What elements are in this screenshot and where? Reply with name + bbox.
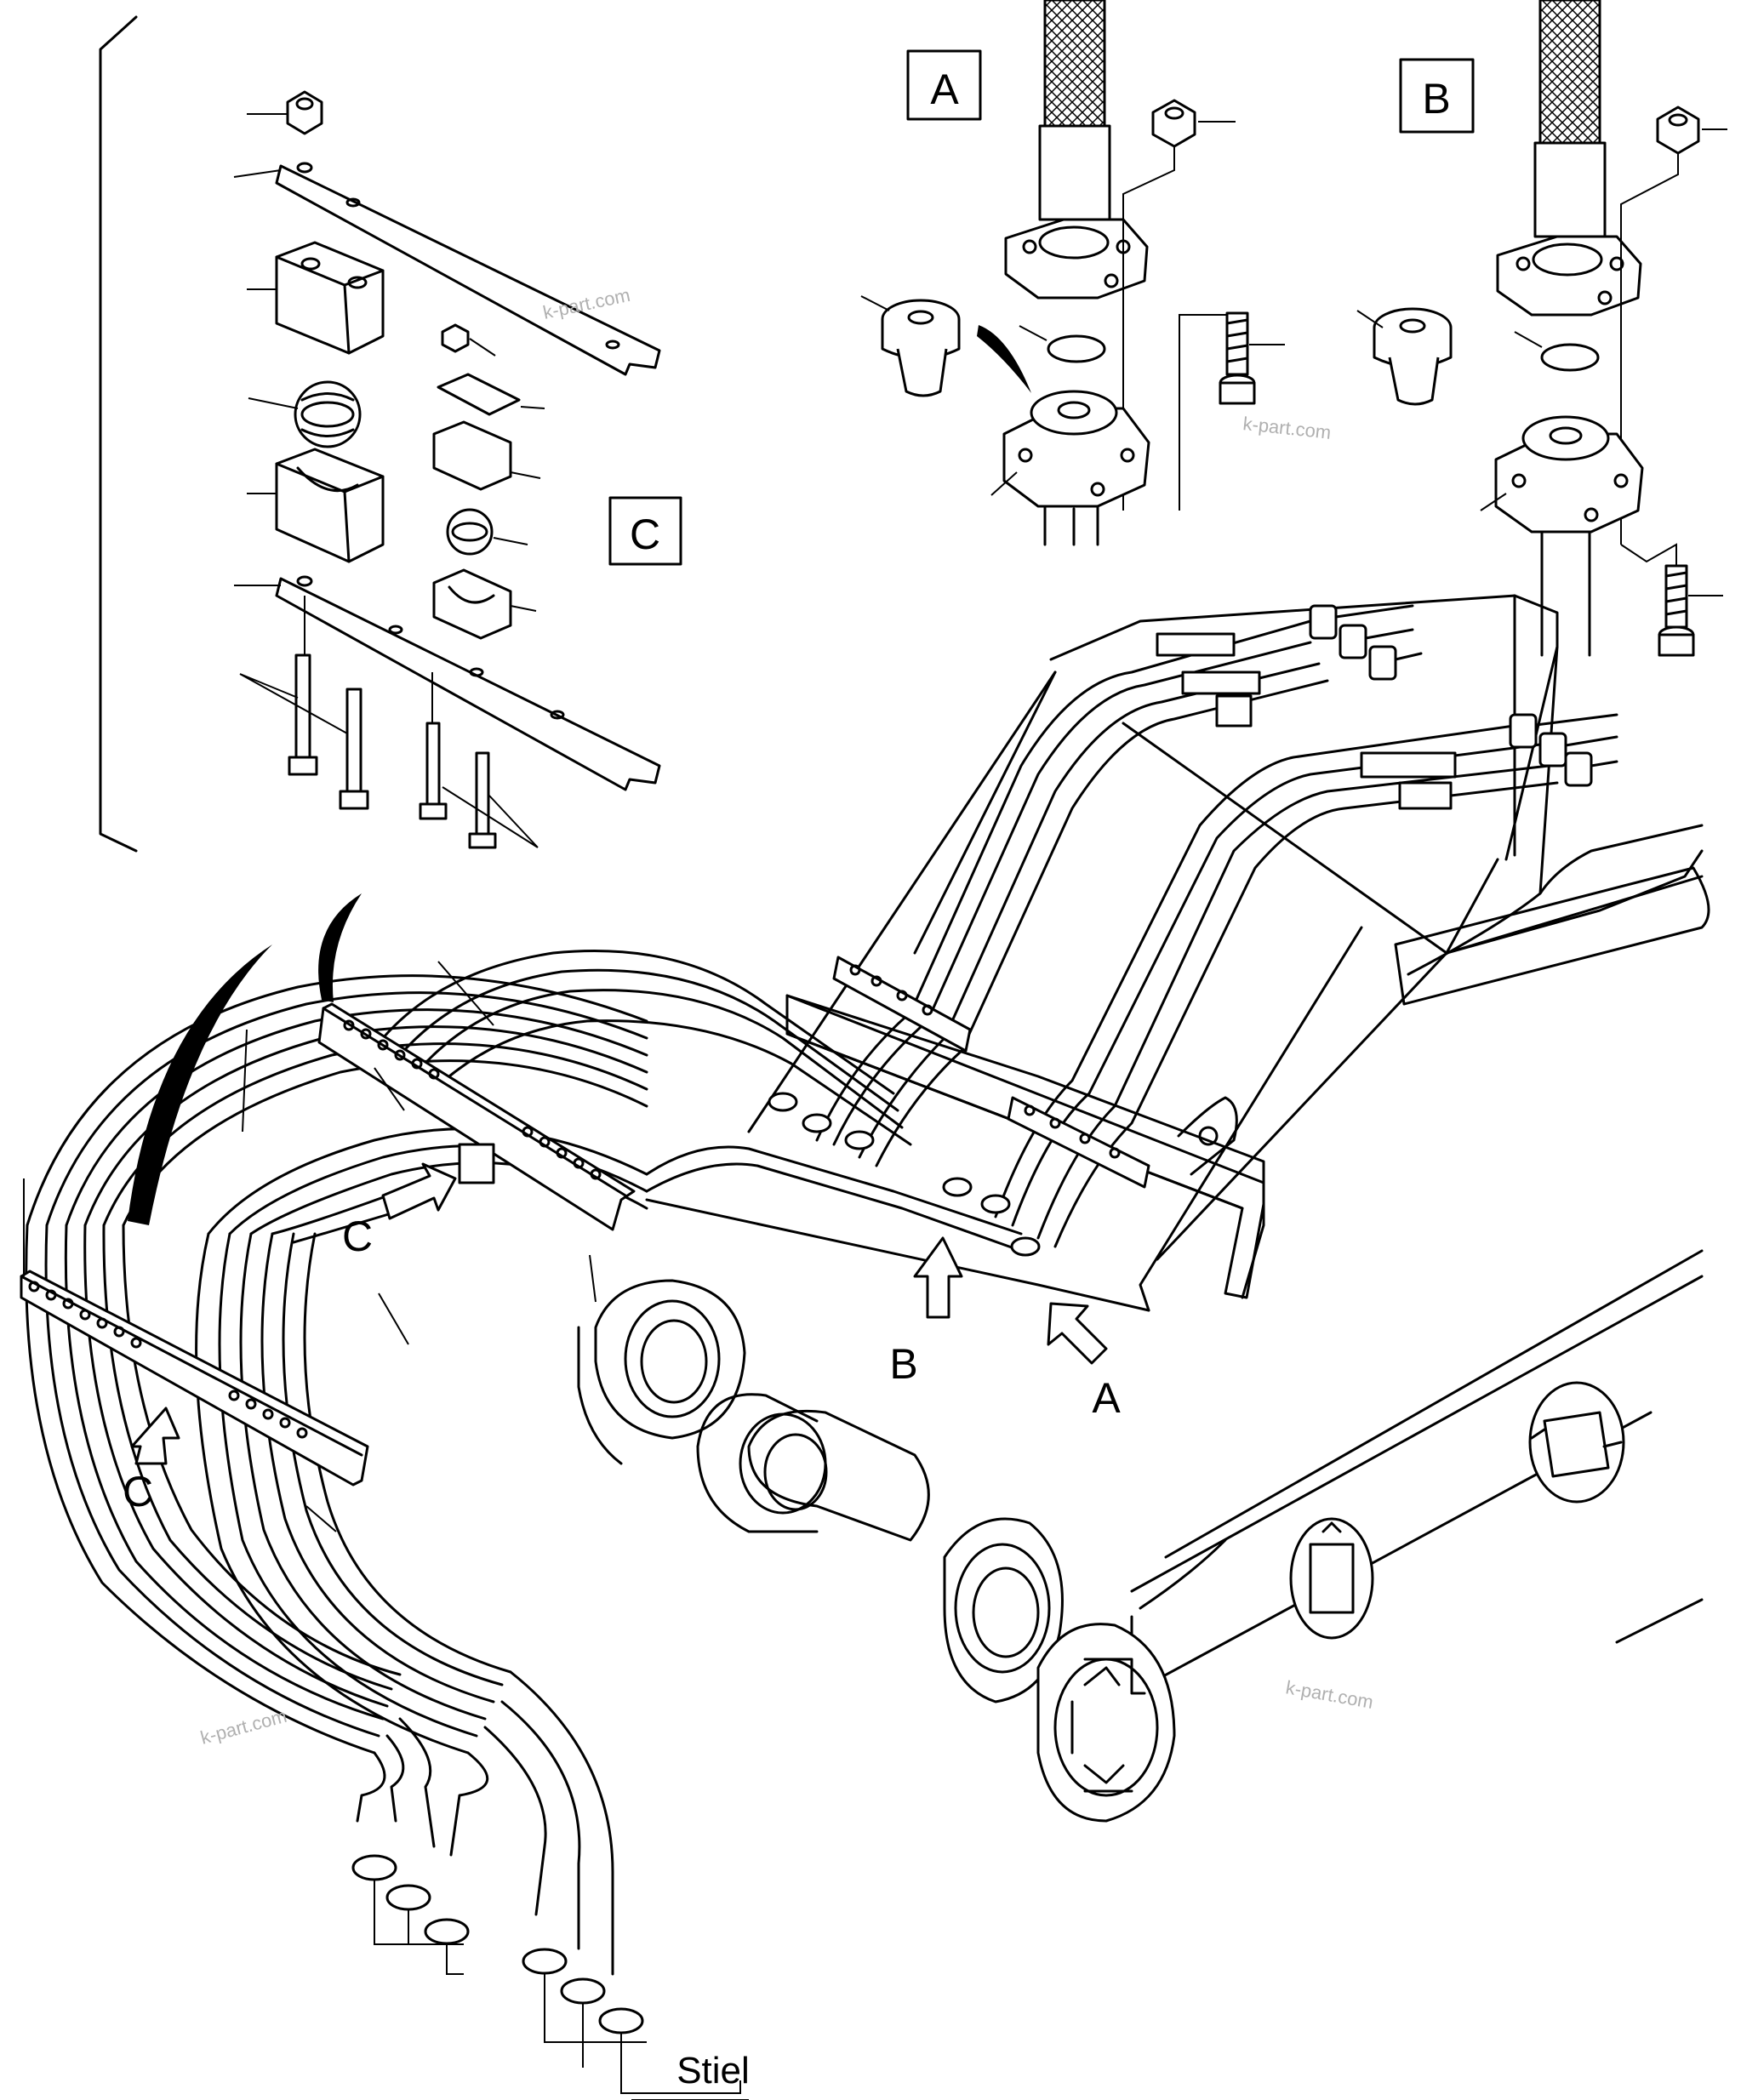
watermark: k-part.com [198,1705,289,1749]
blanking-plug [860,295,961,397]
cylinder-mount-2 [1528,1381,1625,1504]
small-clamp-set [432,323,545,640]
hydraulic-lines-bundle [20,604,1618,2094]
detail-c-clamp-exploded: C [99,15,682,853]
hose-end-fittings-lower [1360,713,1618,810]
pivot-pin [696,1393,930,1542]
watermark: k-part.com [1242,413,1332,443]
boom-clamp-bar-1 [832,956,972,1053]
upper-cover-plate [233,162,661,376]
stiel-reference: Stiel [631,2050,750,2100]
hose-end-fittings-upper [1156,604,1423,728]
clamp-bolts [239,596,539,849]
stiel-label: Stiel [676,2050,750,2091]
detail-a-label: A [930,66,959,113]
callout-arrow-a: A [1047,1302,1121,1422]
o-ring [1047,334,1106,363]
callout-arrow-c-left: C [123,1407,180,1515]
detail-b-label-box: B [1399,58,1475,134]
upper-clamp-half-large [247,241,385,355]
detail-a-label-box: A [906,49,982,121]
pivot-eye-far-right [1036,1623,1176,1823]
nut-part [247,90,323,135]
callout-arrow-b: B [889,1236,963,1388]
detail-b-flange-connection: B [1356,0,1727,657]
watermark: k-part.com [1284,1676,1375,1713]
lower-clamp-half-large [247,448,385,563]
o-ring [1540,343,1600,372]
pivot-eye-left [577,1279,746,1465]
callout-c-left-label: C [123,1468,153,1515]
boom-clamp-bar-2 [1007,1096,1150,1189]
blanking-plug [1356,307,1453,406]
callout-b-label: B [889,1340,917,1388]
detail-a-flange-connection: A [860,0,1285,546]
cylinder-mount-1 [1289,1517,1374,1640]
callout-a-label: A [1092,1374,1121,1422]
detail-c-label: C [630,511,660,558]
detail-c-label-box: C [608,496,682,566]
callout-c-mid-label: C [342,1213,373,1260]
line-fittings-boom [768,1092,1041,1257]
pipe-insert-large [248,380,362,448]
main-clamp-bar-upper [317,1002,636,1231]
lower-base-plate [234,575,661,791]
detail-b-label: B [1422,75,1450,123]
callout-arrow-c-mid: C [342,1162,457,1260]
hose-flanges-stiel [351,1854,644,2034]
main-clamp-bar-lower [20,1270,369,1487]
boom-pivot-eyes [577,1279,1625,1823]
pivot-eye-right [943,1517,1064,1703]
